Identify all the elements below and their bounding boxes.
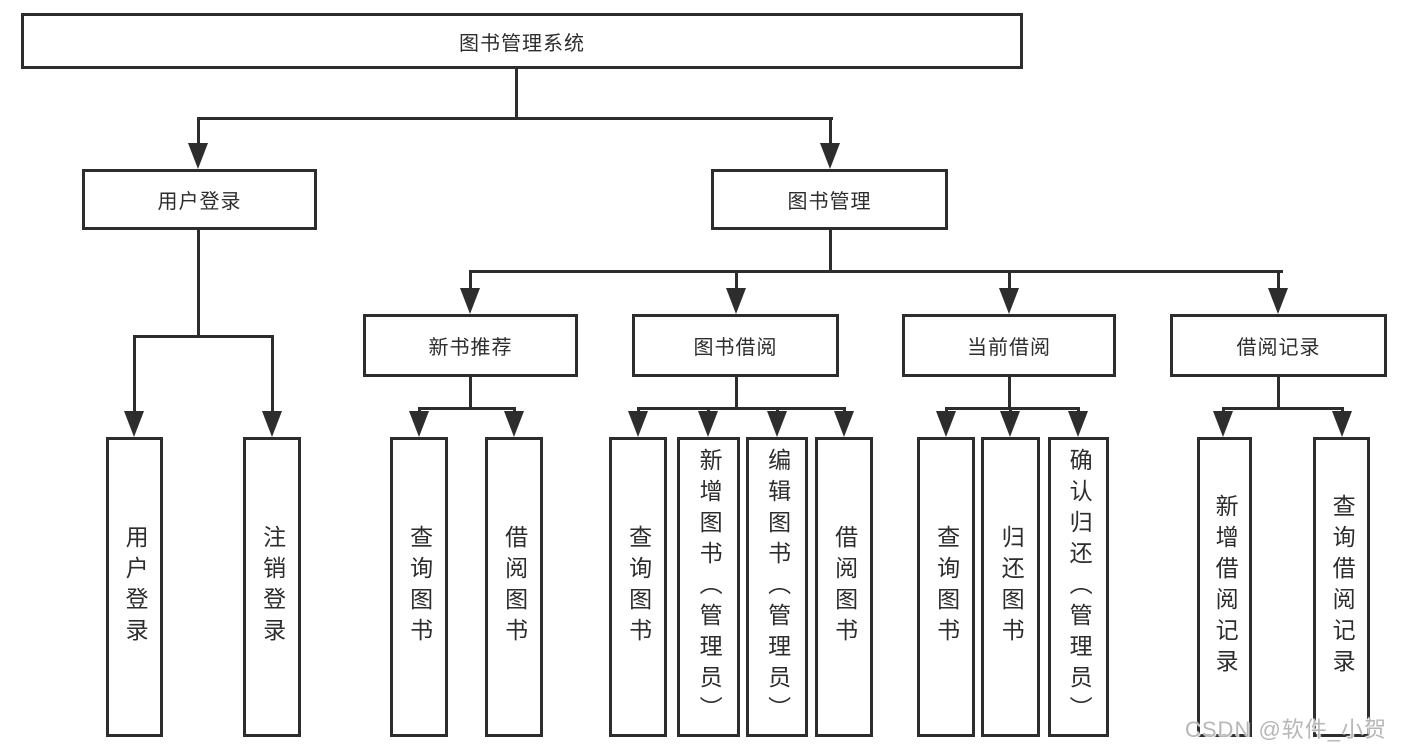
arrow-down-icon bbox=[1000, 411, 1020, 437]
leaf-label: 注销登录 bbox=[259, 525, 286, 649]
arrow-down-icon bbox=[409, 411, 429, 437]
connector-book-mgmt-stem bbox=[829, 117, 832, 147]
connector-leaf-stem bbox=[735, 270, 738, 290]
leaf-label: 归还图书 bbox=[998, 525, 1025, 649]
leaf-add-borrow-record: 新增借阅记录 bbox=[1197, 437, 1252, 737]
arrow-down-icon bbox=[504, 411, 524, 437]
connector-leaf-stem bbox=[271, 335, 274, 413]
connector-login-group-rail bbox=[133, 335, 274, 338]
node-user-login-group: 用户登录 bbox=[82, 169, 317, 230]
arrow-down-icon bbox=[188, 143, 208, 169]
connector-book-mgmt-down bbox=[829, 230, 832, 273]
arrow-down-icon bbox=[820, 143, 840, 169]
arrow-down-icon bbox=[262, 411, 282, 437]
leaf-return-book: 归还图书 bbox=[981, 437, 1040, 737]
arrow-down-icon bbox=[124, 411, 144, 437]
leaf-label: 查询借阅记录 bbox=[1329, 494, 1356, 680]
leaf-query-books-borrowing: 查询图书 bbox=[609, 437, 667, 737]
leaf-label: 查询图书 bbox=[933, 525, 960, 649]
connector-level1-rail bbox=[197, 117, 833, 120]
leaf-label: 用户登录 bbox=[122, 525, 149, 649]
connector-leaf-stem bbox=[1277, 270, 1280, 290]
leaf-query-books-recommend: 查询图书 bbox=[390, 437, 448, 737]
node-book-borrowing: 图书借阅 bbox=[632, 314, 839, 377]
arrow-down-icon bbox=[1068, 411, 1088, 437]
leaf-user-login: 用户登录 bbox=[106, 437, 163, 737]
arrow-down-icon bbox=[726, 288, 746, 314]
leaf-label: 借阅图书 bbox=[501, 525, 528, 649]
leaf-add-book-admin: 新增图书（管理员） bbox=[677, 437, 740, 737]
leaf-label: 查询图书 bbox=[625, 525, 652, 649]
leaf-label: 借阅图书 bbox=[831, 525, 858, 649]
node-new-book-recommendation: 新书推荐 bbox=[363, 314, 578, 377]
leaf-label: 编辑图书（管理员） bbox=[764, 447, 791, 727]
arrow-down-icon bbox=[936, 411, 956, 437]
leaf-label: 新增借阅记录 bbox=[1212, 494, 1239, 680]
connector-user-login-stem bbox=[197, 117, 200, 147]
leaf-logout: 注销登录 bbox=[243, 437, 301, 737]
leaf-query-borrow-record: 查询借阅记录 bbox=[1313, 437, 1370, 737]
arrow-down-icon bbox=[628, 411, 648, 437]
leaf-confirm-return-admin: 确认归还（管理员） bbox=[1048, 437, 1109, 737]
arrow-down-icon bbox=[1213, 411, 1233, 437]
arrow-down-icon bbox=[698, 411, 718, 437]
connector-group-stem bbox=[1008, 377, 1011, 409]
arrow-down-icon bbox=[1268, 288, 1288, 314]
connector-group-rail bbox=[1222, 407, 1344, 410]
node-library-management-system: 图书管理系统 bbox=[21, 13, 1023, 69]
node-current-borrowing: 当前借阅 bbox=[902, 314, 1116, 377]
csdn-watermark: CSDN @软件_小贺同学 bbox=[1185, 717, 1388, 742]
arrow-down-icon bbox=[460, 288, 480, 314]
connector-login-group-stem bbox=[197, 230, 200, 337]
node-borrowing-records: 借阅记录 bbox=[1170, 314, 1387, 377]
connector-leaf-stem bbox=[469, 270, 472, 290]
arrow-down-icon bbox=[1332, 411, 1352, 437]
connector-leaf-stem bbox=[133, 335, 136, 413]
leaf-borrow-books-recommend: 借阅图书 bbox=[485, 437, 543, 737]
connector-level3-rail bbox=[469, 270, 1283, 273]
leaf-edit-book-admin: 编辑图书（管理员） bbox=[746, 437, 808, 737]
connector-group-stem bbox=[735, 377, 738, 409]
connector-root-stem bbox=[515, 69, 518, 118]
leaf-query-books-current: 查询图书 bbox=[917, 437, 975, 737]
arrow-down-icon bbox=[767, 411, 787, 437]
leaf-borrow-books-borrowing: 借阅图书 bbox=[815, 437, 873, 737]
connector-leaf-stem bbox=[1008, 270, 1011, 290]
connector-group-rail bbox=[637, 407, 846, 410]
arrow-down-icon bbox=[999, 288, 1019, 314]
connector-group-stem bbox=[469, 377, 472, 409]
leaf-label: 查询图书 bbox=[406, 525, 433, 649]
leaf-label: 新增图书（管理员） bbox=[696, 447, 723, 727]
connector-group-stem bbox=[1277, 377, 1280, 409]
node-book-management: 图书管理 bbox=[711, 169, 948, 230]
leaf-label: 确认归还（管理员） bbox=[1066, 447, 1093, 727]
connector-group-rail bbox=[945, 407, 1080, 410]
arrow-down-icon bbox=[834, 411, 854, 437]
connector-group-rail bbox=[418, 407, 516, 410]
